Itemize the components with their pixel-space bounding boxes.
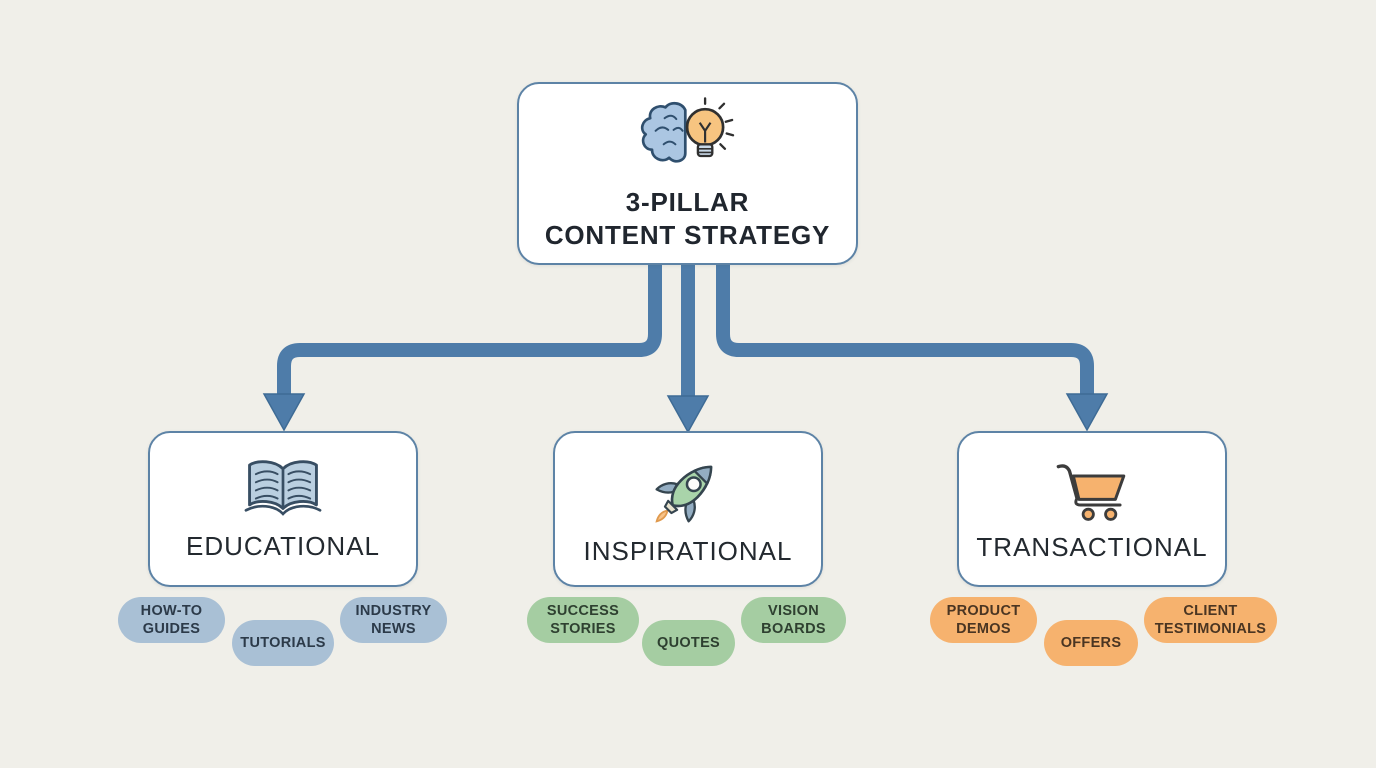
- pillar-title-inspirational: INSPIRATIONAL: [583, 535, 793, 566]
- pillar-node-educational: EDUCATIONAL: [148, 431, 418, 587]
- tag-tutorials: TUTORIALS: [232, 620, 334, 666]
- tag-industry-news: INDUSTRY NEWS: [340, 597, 447, 643]
- tag-offers: OFFERS: [1044, 620, 1138, 666]
- rocket-icon: [650, 452, 726, 528]
- tag-quotes: QUOTES: [642, 620, 735, 666]
- tag-client-testimonials: CLIENT TESTIMONIALS: [1144, 597, 1277, 643]
- root-node: 3-PILLAR CONTENT STRATEGY: [517, 82, 858, 265]
- tag-product-demos: PRODUCT DEMOS: [930, 597, 1037, 643]
- arrowhead-right: [1065, 393, 1109, 432]
- arrowhead-middle: [666, 395, 710, 434]
- tag-how-to-guides: HOW-TO GUIDES: [118, 597, 225, 643]
- connector-left: [277, 264, 662, 396]
- root-title: 3-PILLAR CONTENT STRATEGY: [544, 187, 831, 250]
- arrowhead-left: [262, 393, 306, 432]
- pillar-node-transactional: TRANSACTIONAL: [957, 431, 1227, 587]
- pillar-title-educational: EDUCATIONAL: [186, 531, 380, 561]
- tag-vision-boards: VISION BOARDS: [741, 597, 846, 643]
- tag-success-stories: SUCCESS STORIES: [527, 597, 639, 643]
- brain-lightbulb-icon: [634, 96, 742, 180]
- pillar-title-transactional: TRANSACTIONAL: [976, 531, 1208, 562]
- pillar-node-inspirational: INSPIRATIONAL: [553, 431, 823, 587]
- connector-right: [716, 264, 1094, 396]
- shopping-cart-icon: [1049, 456, 1135, 524]
- open-book-icon: [236, 456, 330, 523]
